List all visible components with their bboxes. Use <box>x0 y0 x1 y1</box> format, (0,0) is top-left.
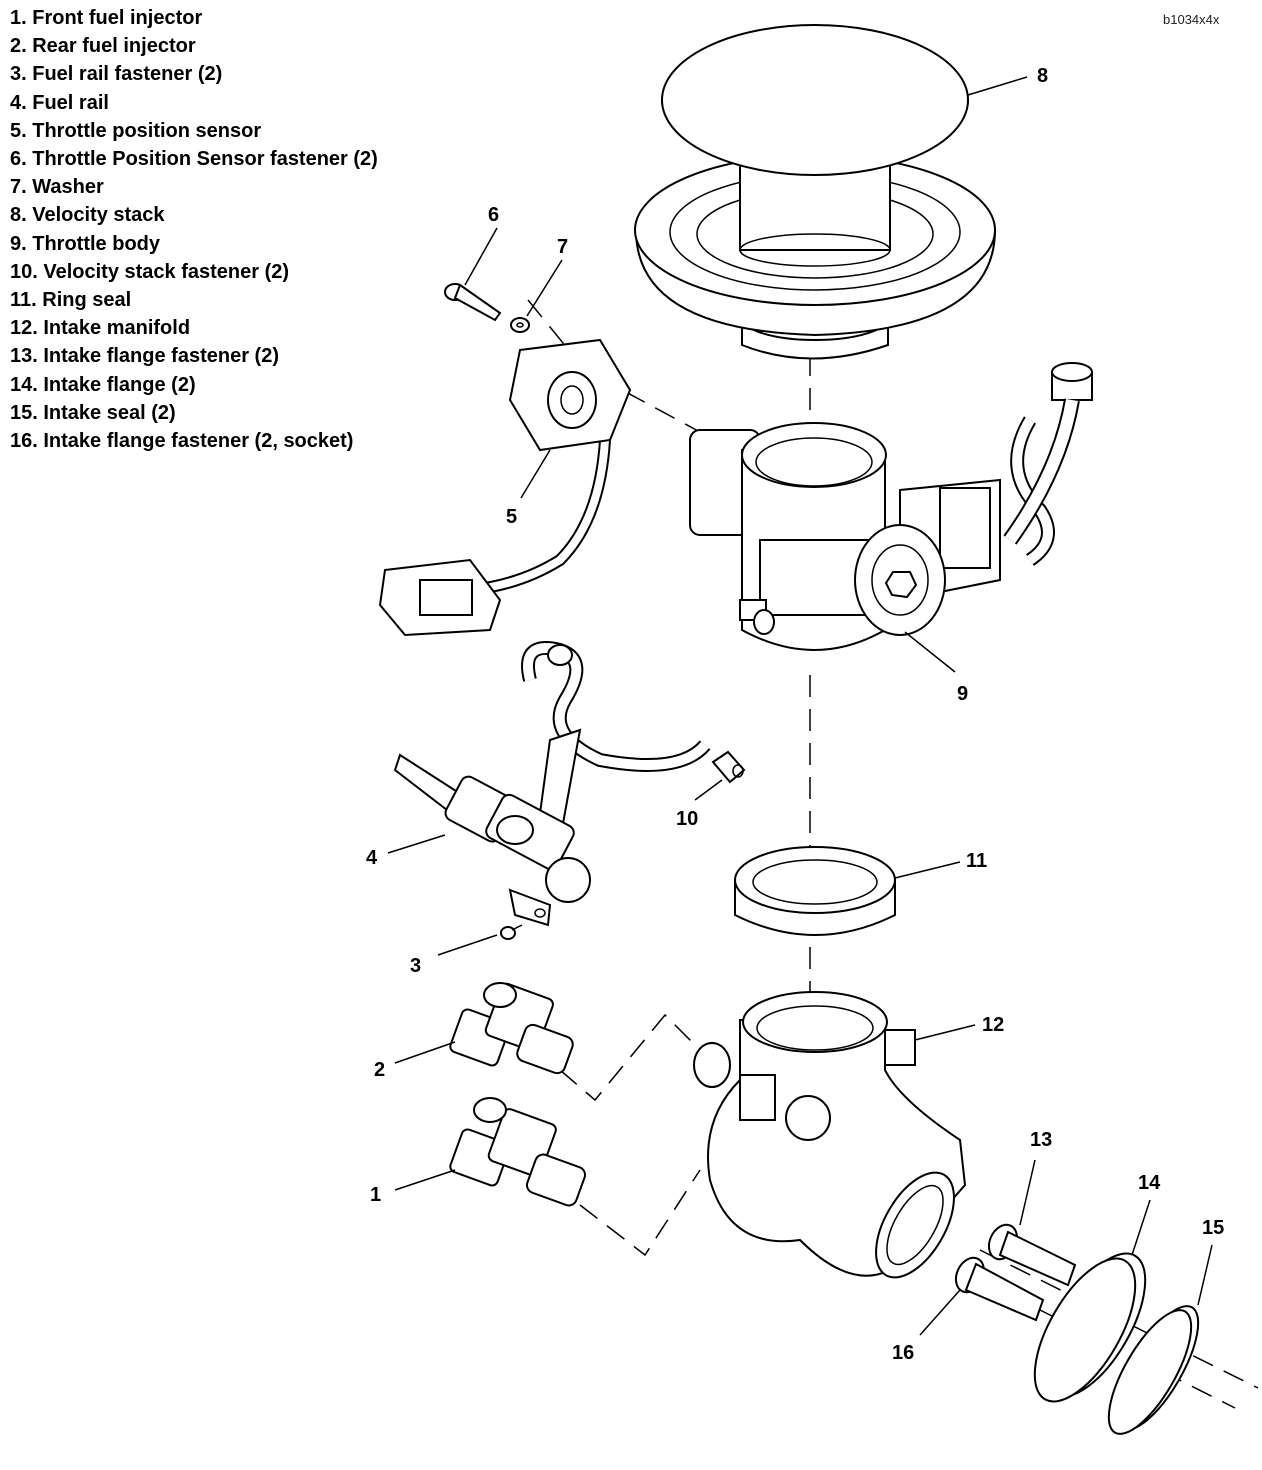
tps-fastener <box>444 283 502 322</box>
fuel-rail <box>393 641 711 927</box>
legend-item-rear-fuel-injector: 2. Rear fuel injector <box>10 35 196 58</box>
legend-item-fuel-rail: 4. Fuel rail <box>10 91 109 114</box>
figure-id: b1034x4x <box>1163 12 1220 27</box>
legend-item-front-fuel-injector: 1. Front fuel injector <box>10 7 203 29</box>
callout-8: 8 <box>1037 65 1048 87</box>
intake-flange-fastener <box>987 1223 1077 1287</box>
callout-3: 3 <box>410 955 421 977</box>
legend-item-fuel-rail-fastener: 3. Fuel rail fastener (2) <box>10 63 223 86</box>
legend-item-intake-flange: 14. Intake flange (2) <box>10 373 196 396</box>
intake-manifold <box>693 991 967 1279</box>
legend-item-ring-seal: 11. Ring seal <box>10 289 132 312</box>
washer <box>510 317 530 333</box>
throttle-body <box>689 362 1093 651</box>
callout-2: 2 <box>374 1059 385 1081</box>
intake-seal <box>1107 1305 1200 1435</box>
legend-item-velocity-stack-fastener: 10. Velocity stack fastener (2) <box>10 260 290 283</box>
callout-12: 12 <box>982 1014 1004 1036</box>
throttle-position-sensor <box>378 338 632 637</box>
callout-13: 13 <box>1030 1129 1052 1151</box>
legend-item-intake-seal: 15. Intake seal (2) <box>10 401 176 424</box>
leader-lines <box>387 76 1213 1336</box>
callout-10: 10 <box>676 808 698 830</box>
callout-1: 1 <box>370 1184 381 1206</box>
callout-9: 9 <box>957 683 968 705</box>
legend-item-intake-flange-socket-fastener: 16. Intake flange fastener (2, socket) <box>10 430 354 453</box>
legend-item-throttle-position-sensor: 5. Throttle position sensor <box>10 119 262 142</box>
callout-6: 6 <box>488 204 499 226</box>
parts-legend: 1. Front fuel injector 2. Rear fuel inje… <box>10 4 378 455</box>
intake-flange-socket-fastener <box>954 1256 1045 1322</box>
front-fuel-injector <box>449 1097 587 1207</box>
legend-item-intake-manifold: 12. Intake manifold <box>10 317 191 340</box>
legend-item-velocity-stack: 8. Velocity stack <box>10 204 165 227</box>
callout-11: 11 <box>966 850 987 872</box>
legend-item-tps-fastener: 6. Throttle Position Sensor fastener (2) <box>10 148 378 171</box>
ring-seal <box>734 846 896 936</box>
velocity-stack-fastener <box>711 750 746 784</box>
velocity-stack <box>634 24 997 360</box>
callouts: 8 6 7 5 9 10 4 11 3 12 2 13 14 1 15 16 <box>366 65 1224 1364</box>
rear-fuel-injector <box>449 982 574 1075</box>
callout-5: 5 <box>506 506 517 528</box>
intake-flange <box>1033 1252 1147 1403</box>
legend-item-washer: 7. Washer <box>10 176 104 199</box>
callout-16: 16 <box>892 1342 914 1364</box>
callout-4: 4 <box>366 847 378 869</box>
legend-item-intake-flange-fastener: 13. Intake flange fastener (2) <box>10 345 279 368</box>
callout-7: 7 <box>557 236 568 258</box>
callout-15: 15 <box>1202 1217 1224 1239</box>
fuel-rail-fastener <box>500 924 523 940</box>
callout-14: 14 <box>1138 1172 1161 1194</box>
legend-item-throttle-body: 9. Throttle body <box>10 232 160 255</box>
